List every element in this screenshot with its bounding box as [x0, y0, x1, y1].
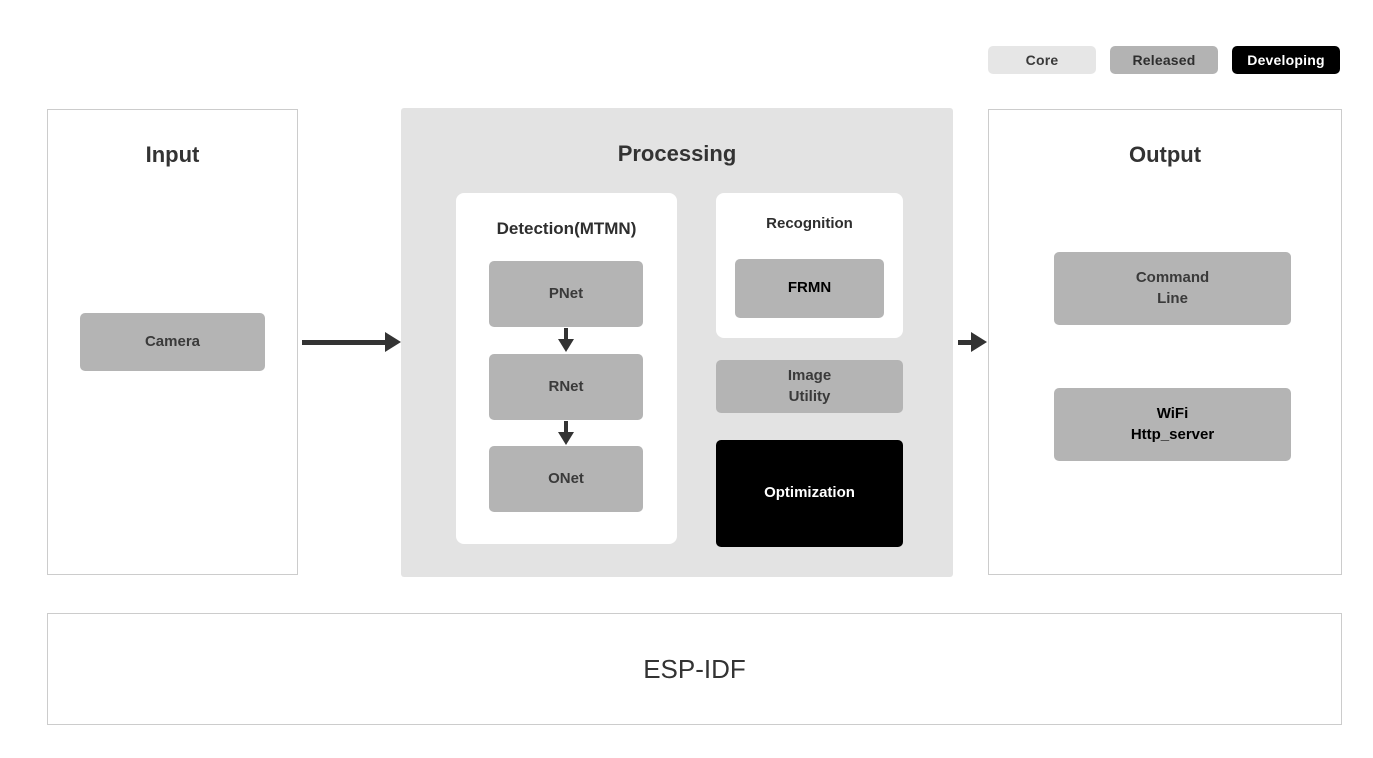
pnet-label: PNet — [548, 284, 584, 302]
arrow-shaft — [958, 339, 972, 345]
rnet-box[interactable]: RNet — [489, 354, 643, 420]
arrow-shaft — [564, 421, 568, 433]
arrow-head — [558, 432, 574, 445]
arrow-rnet-to-onet-icon — [558, 421, 574, 445]
image-utility-line-2: Utility — [788, 387, 831, 405]
frmn-label: FRMN — [787, 279, 832, 297]
rnet-label: RNet — [548, 377, 584, 395]
command-line-line-1: Command — [1135, 269, 1210, 287]
legend: Core Released Developing — [988, 46, 1340, 74]
wifi-http-server-label: WiFi Http_server — [1131, 404, 1214, 445]
processing-panel-title: Processing — [617, 141, 737, 166]
arrow-head — [385, 332, 401, 352]
legend-label-core: Core — [1025, 52, 1059, 68]
legend-label-released: Released — [1132, 52, 1196, 68]
output-panel-title: Output — [1128, 142, 1202, 167]
onet-label: ONet — [548, 469, 584, 487]
arrow-shaft — [302, 339, 386, 345]
arrow-head — [971, 332, 987, 352]
arrow-processing-to-output-icon — [958, 332, 987, 352]
command-line-label: Command Line — [1136, 268, 1209, 309]
legend-label-developing: Developing — [1247, 52, 1325, 68]
image-utility-box[interactable]: Image Utility — [716, 360, 903, 413]
pnet-box[interactable]: PNet — [489, 261, 643, 327]
esp-idf-label: ESP-IDF — [643, 653, 746, 684]
wifi-line-1: WiFi — [1156, 405, 1189, 423]
command-line-box[interactable]: Command Line — [1054, 252, 1291, 325]
arrow-input-to-processing-icon — [302, 332, 401, 352]
camera-box[interactable]: Camera — [80, 313, 265, 371]
wifi-line-2: Http_server — [1130, 425, 1215, 443]
frmn-box[interactable]: FRMN — [735, 259, 884, 318]
optimization-label: Optimization — [764, 484, 855, 502]
arrow-shaft — [564, 328, 568, 340]
image-utility-line-1: Image — [787, 367, 832, 385]
command-line-line-2: Line — [1157, 289, 1188, 307]
image-utility-label: Image Utility — [788, 366, 831, 407]
camera-label: Camera — [144, 332, 201, 350]
onet-box[interactable]: ONet — [489, 446, 643, 512]
arrow-head — [558, 339, 574, 352]
detection-card-title: Detection(MTMN) — [496, 219, 637, 238]
wifi-http-server-box[interactable]: WiFi Http_server — [1054, 388, 1291, 461]
recognition-card-title: Recognition — [766, 215, 853, 232]
arrow-pnet-to-rnet-icon — [558, 328, 574, 352]
input-panel-title: Input — [145, 142, 200, 167]
legend-badge-developing[interactable]: Developing — [1232, 46, 1340, 74]
output-panel: Output — [988, 109, 1342, 575]
esp-idf-panel: ESP-IDF — [47, 613, 1342, 725]
legend-badge-released[interactable]: Released — [1110, 46, 1218, 74]
legend-badge-core[interactable]: Core — [988, 46, 1096, 74]
optimization-box[interactable]: Optimization — [716, 440, 903, 547]
